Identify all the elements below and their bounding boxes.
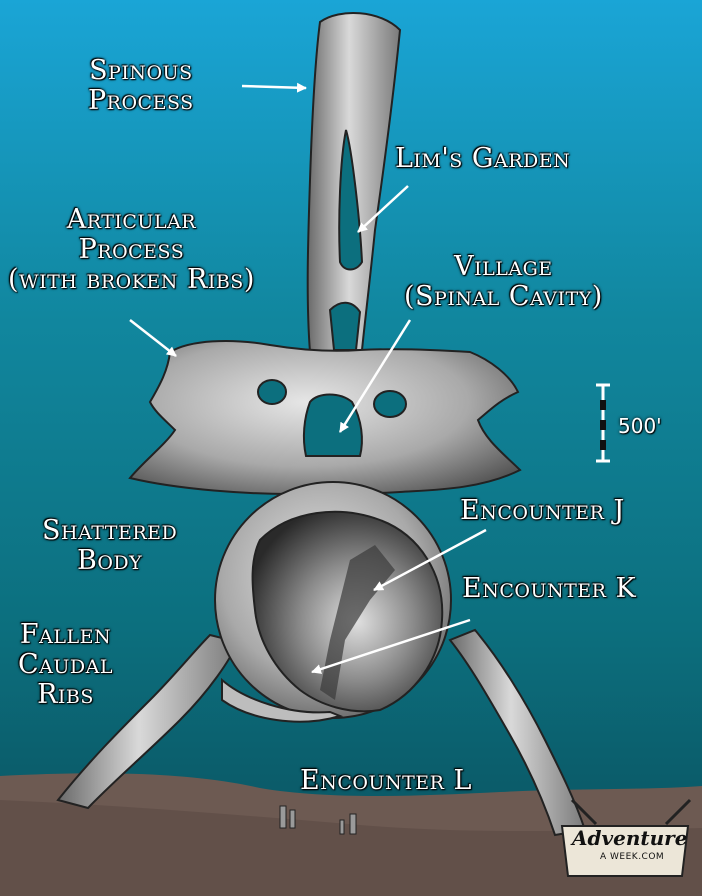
logo-main-text: Adventure <box>572 826 687 850</box>
logo[interactable]: Adventure A WEEK.COM <box>560 820 688 872</box>
label-village: Village(Spinal Cavity) <box>404 252 603 312</box>
label-encounter-l: Encounter L <box>300 766 472 796</box>
label-encounter-j: Encounter J <box>460 496 625 526</box>
logo-sub-text: A WEEK.COM <box>600 852 664 862</box>
spine-lower-hole <box>330 303 360 350</box>
label-encounter-k: Encounter K <box>462 574 636 604</box>
label-lims-garden: Lim's Garden <box>395 144 570 174</box>
right-foramen <box>374 391 406 417</box>
spinal-cavity <box>304 395 362 457</box>
left-foramen <box>258 380 286 404</box>
scale-label: 500' <box>618 414 662 438</box>
